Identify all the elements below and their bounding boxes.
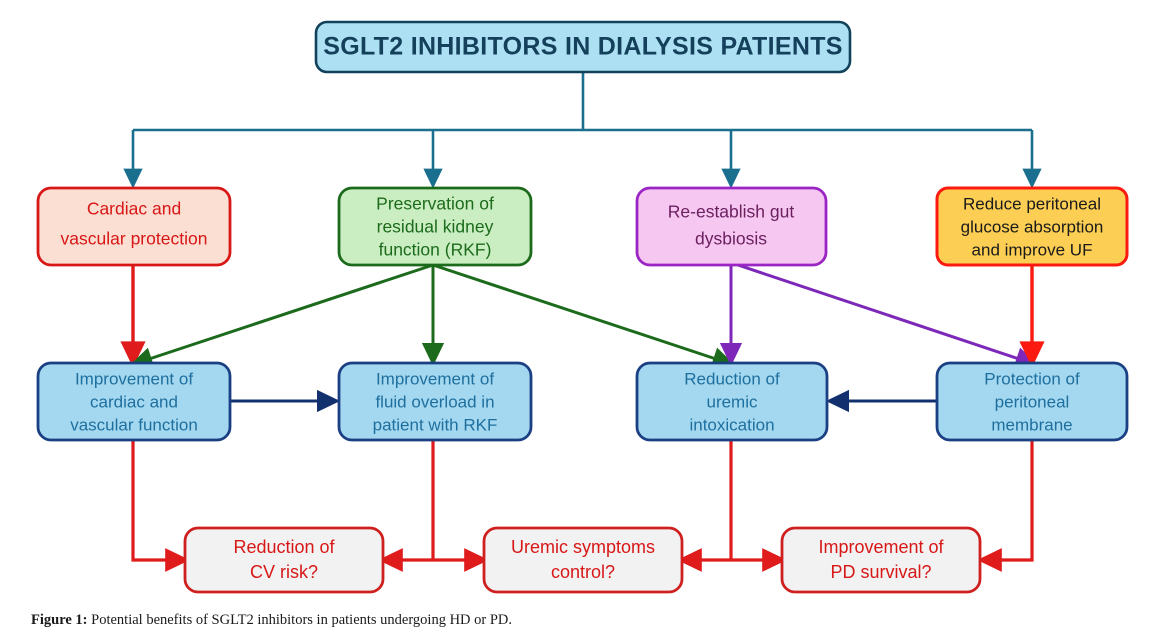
- node-reduction-cv-risk-box[interactable]: [183, 526, 385, 594]
- node-title-label: SGLT2 INHIBITORS IN DIALYSIS PATIENTS: [323, 33, 843, 61]
- node-preservation-rkf-line3: function (RKF): [379, 240, 492, 260]
- node-gut-dysbiosis-line2: dysbiosis: [695, 229, 767, 249]
- node-uremic-symptoms-control-box[interactable]: [482, 526, 684, 594]
- node-gut-dysbiosis-line1: Re-establish gut: [668, 202, 795, 222]
- node-preservation-rkf-line1: Preservation of: [376, 194, 494, 214]
- connector-group-effects-to-outcomes: [131, 440, 1034, 572]
- node-gut-dysbiosis[interactable]: Re-establish gut dysbiosis: [635, 186, 828, 267]
- node-reduce-peritoneal-glucose-line2: glucose absorption: [961, 217, 1104, 236]
- node-reduction-uremic-intoxication[interactable]: Reduction of uremic intoxication: [635, 361, 829, 442]
- node-improvement-fluid-overload-box[interactable]: [337, 361, 533, 442]
- connector-dysbiosis-to-peritoneal-membrane: [737, 263, 1039, 369]
- node-reduce-peritoneal-glucose-box[interactable]: [935, 186, 1129, 267]
- node-improvement-cardiac-vascular-function-line1: Improvement of: [75, 369, 193, 388]
- node-uremic-symptoms-control-line1: Uremic symptoms: [511, 537, 655, 557]
- node-title[interactable]: SGLT2 INHIBITORS IN DIALYSIS PATIENTS: [314, 20, 852, 74]
- node-uremic-symptoms-control-line2: control?: [551, 562, 615, 582]
- node-improvement-fluid-overload[interactable]: Improvement of fluid overload in patient…: [337, 361, 533, 442]
- node-preservation-rkf-line2: residual kidney: [377, 217, 494, 237]
- node-improvement-cardiac-vascular-function[interactable]: Improvement of cardiac and vascular func…: [36, 361, 232, 442]
- node-reduction-cv-risk-line2: CV risk?: [250, 562, 318, 582]
- node-improvement-cardiac-vascular-function-box[interactable]: [36, 361, 232, 442]
- connector-peritoneal-membrane-to-pd-survival: [977, 440, 1034, 572]
- connector-cardiac-function-to-cv-risk: [131, 440, 190, 572]
- figure-caption-label: Figure 1:: [31, 612, 88, 628]
- flowchart-canvas: SGLT2 INHIBITORS IN DIALYSIS PATIENTS Ca…: [36, 20, 1129, 594]
- node-improvement-cardiac-vascular-function-line2: cardiac and: [90, 392, 178, 411]
- node-reduction-uremic-intoxication-line2: uremic: [706, 392, 758, 411]
- node-protection-peritoneal-membrane-box[interactable]: [935, 361, 1129, 442]
- node-improvement-cardiac-vascular-function-line3: vascular function: [70, 415, 198, 434]
- node-reduce-peritoneal-glucose-line1: Reduce peritoneal: [963, 194, 1101, 213]
- node-preservation-rkf[interactable]: Preservation of residual kidney function…: [337, 186, 533, 267]
- figure-caption: Figure 1: Potential benefits of SGLT2 in…: [31, 612, 512, 629]
- node-improvement-pd-survival[interactable]: Improvement of PD survival?: [780, 526, 982, 594]
- node-cardiac-vascular-protection-line1: Cardiac and: [87, 199, 181, 219]
- node-preservation-rkf-box[interactable]: [337, 186, 533, 267]
- node-cardiac-vascular-protection[interactable]: Cardiac and vascular protection: [36, 186, 232, 267]
- node-uremic-symptoms-control[interactable]: Uremic symptoms control?: [482, 526, 684, 594]
- node-protection-peritoneal-membrane-line2: peritoneal: [995, 392, 1070, 411]
- node-reduction-uremic-intoxication-box[interactable]: [635, 361, 829, 442]
- node-improvement-pd-survival-box[interactable]: [780, 526, 982, 594]
- node-reduce-peritoneal-glucose-line3: and improve UF: [972, 240, 1093, 259]
- node-gut-dysbiosis-box[interactable]: [635, 186, 828, 267]
- node-reduction-uremic-intoxication-line1: Reduction of: [684, 369, 780, 388]
- connector-rkf-to-cardiac-function: [129, 263, 434, 369]
- node-improvement-fluid-overload-line3: patient with RKF: [373, 415, 498, 434]
- node-reduction-cv-risk[interactable]: Reduction of CV risk?: [183, 526, 385, 594]
- connector-rkf-to-uremic-intoxication: [432, 263, 736, 369]
- node-cardiac-vascular-protection-box[interactable]: [36, 186, 232, 267]
- node-protection-peritoneal-membrane-line1: Protection of: [984, 369, 1080, 388]
- node-reduction-cv-risk-line1: Reduction of: [233, 537, 335, 557]
- node-protection-peritoneal-membrane-line3: membrane: [991, 415, 1072, 434]
- node-improvement-fluid-overload-line1: Improvement of: [376, 369, 494, 388]
- connector-group-mechanisms-to-effects: [120, 263, 1045, 369]
- node-improvement-pd-survival-line2: PD survival?: [830, 562, 931, 582]
- node-reduction-uremic-intoxication-line3: intoxication: [689, 415, 774, 434]
- node-title-box[interactable]: [314, 20, 852, 74]
- node-protection-peritoneal-membrane[interactable]: Protection of peritoneal membrane: [935, 361, 1129, 442]
- node-improvement-pd-survival-line1: Improvement of: [818, 537, 944, 557]
- node-improvement-fluid-overload-line2: fluid overload in: [375, 392, 494, 411]
- figure-caption-text: Potential benefits of SGLT2 inhibitors i…: [87, 612, 513, 628]
- node-reduce-peritoneal-glucose[interactable]: Reduce peritoneal glucose absorption and…: [935, 186, 1129, 267]
- connector-group-title-to-mechanisms: [123, 72, 1042, 189]
- node-cardiac-vascular-protection-line2: vascular protection: [61, 229, 208, 249]
